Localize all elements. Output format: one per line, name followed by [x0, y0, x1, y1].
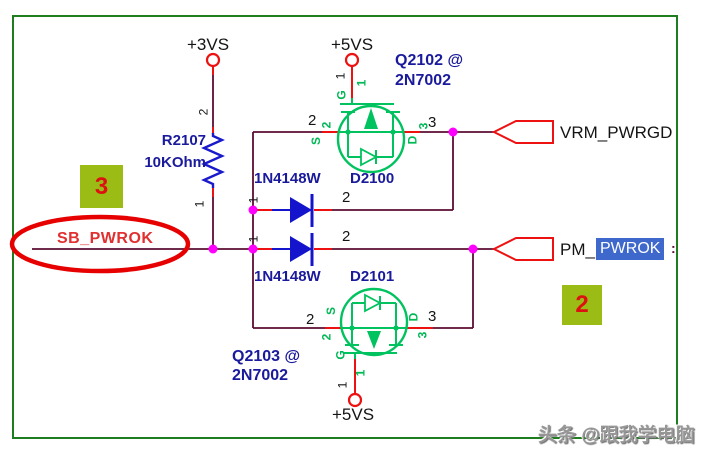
power-label-3vs[interactable]: +3VS — [187, 35, 230, 54]
d2101-part-label[interactable]: 1N4148W — [254, 268, 321, 285]
net-label-pm-prefix[interactable]: PM_ — [560, 240, 595, 259]
text-cursor-mark: : — [671, 240, 676, 256]
pin-stubs — [212, 66, 433, 394]
net-connector-pm-pwrok[interactable] — [491, 237, 554, 261]
net-label-sb-pwrok[interactable]: SB_PWROK — [57, 230, 154, 247]
power-terminal-5vs-top[interactable] — [344, 52, 360, 68]
resistor-value-label[interactable]: 10KOhm — [144, 154, 206, 171]
d2101-pin1-number: 1 — [246, 235, 261, 243]
badge-three: 3 — [80, 165, 123, 208]
net-label-vrm-pwrgd[interactable]: VRM_PWRGD — [560, 123, 673, 142]
q2102-source-pin-green: 2 — [319, 121, 334, 129]
resistor-symbol-r2107[interactable] — [201, 133, 225, 188]
q2103-ref-label[interactable]: Q2103 @ — [232, 348, 301, 365]
mosfet-symbol-q2103[interactable] — [339, 287, 409, 359]
q2102-ref-label[interactable]: Q2102 @ — [395, 52, 464, 69]
badge-two: 2 — [562, 285, 602, 325]
q2103-pin1-number: 1 — [335, 381, 350, 389]
q2102-gate-pin-green: 1 — [354, 79, 369, 87]
resistor-pin1-number: 1 — [192, 200, 207, 208]
net-connector-vrm-pwrgd[interactable] — [491, 120, 554, 144]
highlight-ellipse — [9, 214, 191, 274]
q2102-pin2-number: 2 — [308, 112, 317, 129]
d2100-ref-label[interactable]: D2100 — [350, 170, 395, 187]
power-label-5vs-top[interactable]: +5VS — [331, 35, 374, 54]
d2100-part-label[interactable]: 1N4148W — [254, 170, 321, 187]
q2103-drain-letter: D — [406, 312, 421, 322]
q2102-drain-pin-green: 3 — [416, 122, 431, 130]
resistor-ref-label[interactable]: R2107 — [161, 132, 206, 149]
d2100-pin2-number: 2 — [342, 189, 351, 206]
power-terminal-3vs[interactable] — [205, 52, 221, 68]
q2103-pin3-number: 3 — [428, 308, 437, 325]
q2103-part-label[interactable]: 2N7002 — [232, 367, 289, 384]
schematic-border — [12, 15, 678, 439]
q2103-pin2-number: 2 — [306, 311, 315, 328]
q2102-source-letter: S — [309, 136, 324, 146]
q2103-gate-pin-green: 1 — [353, 369, 368, 377]
q2102-part-label[interactable]: 2N7002 — [395, 72, 452, 89]
q2102-pin1-number: 1 — [333, 72, 348, 80]
mosfet-symbol-q2102[interactable] — [336, 98, 406, 174]
power-label-5vs-bottom[interactable]: +5VS — [332, 405, 375, 424]
d2101-ref-label[interactable]: D2101 — [350, 268, 395, 285]
q2103-source-letter: S — [324, 306, 339, 316]
junction-dots — [208, 127, 478, 254]
q2102-pin3-number: 3 — [428, 114, 437, 131]
badge-two-number: 2 — [575, 291, 589, 318]
watermark-text: 头条 @跟我学电脑 — [538, 425, 695, 446]
badge-three-number: 3 — [94, 172, 109, 200]
q2102-drain-letter: D — [405, 135, 420, 145]
d2100-pin1-number: 1 — [246, 196, 261, 204]
resistor-pin2-number: 2 — [196, 108, 211, 116]
q2103-drain-pin-green: 3 — [415, 331, 430, 339]
q2103-source-pin-green: 2 — [319, 333, 334, 341]
power-terminal-5vs-bottom[interactable] — [347, 392, 363, 408]
diode-symbol-d2101[interactable] — [272, 233, 314, 266]
q2102-gate-letter: G — [334, 90, 349, 100]
net-label-pm-pwrok-selected[interactable]: PWROK — [596, 238, 665, 260]
diode-symbol-d2100[interactable] — [272, 194, 314, 227]
q2103-gate-letter: G — [333, 350, 348, 360]
d2101-pin2-number: 2 — [342, 228, 351, 245]
